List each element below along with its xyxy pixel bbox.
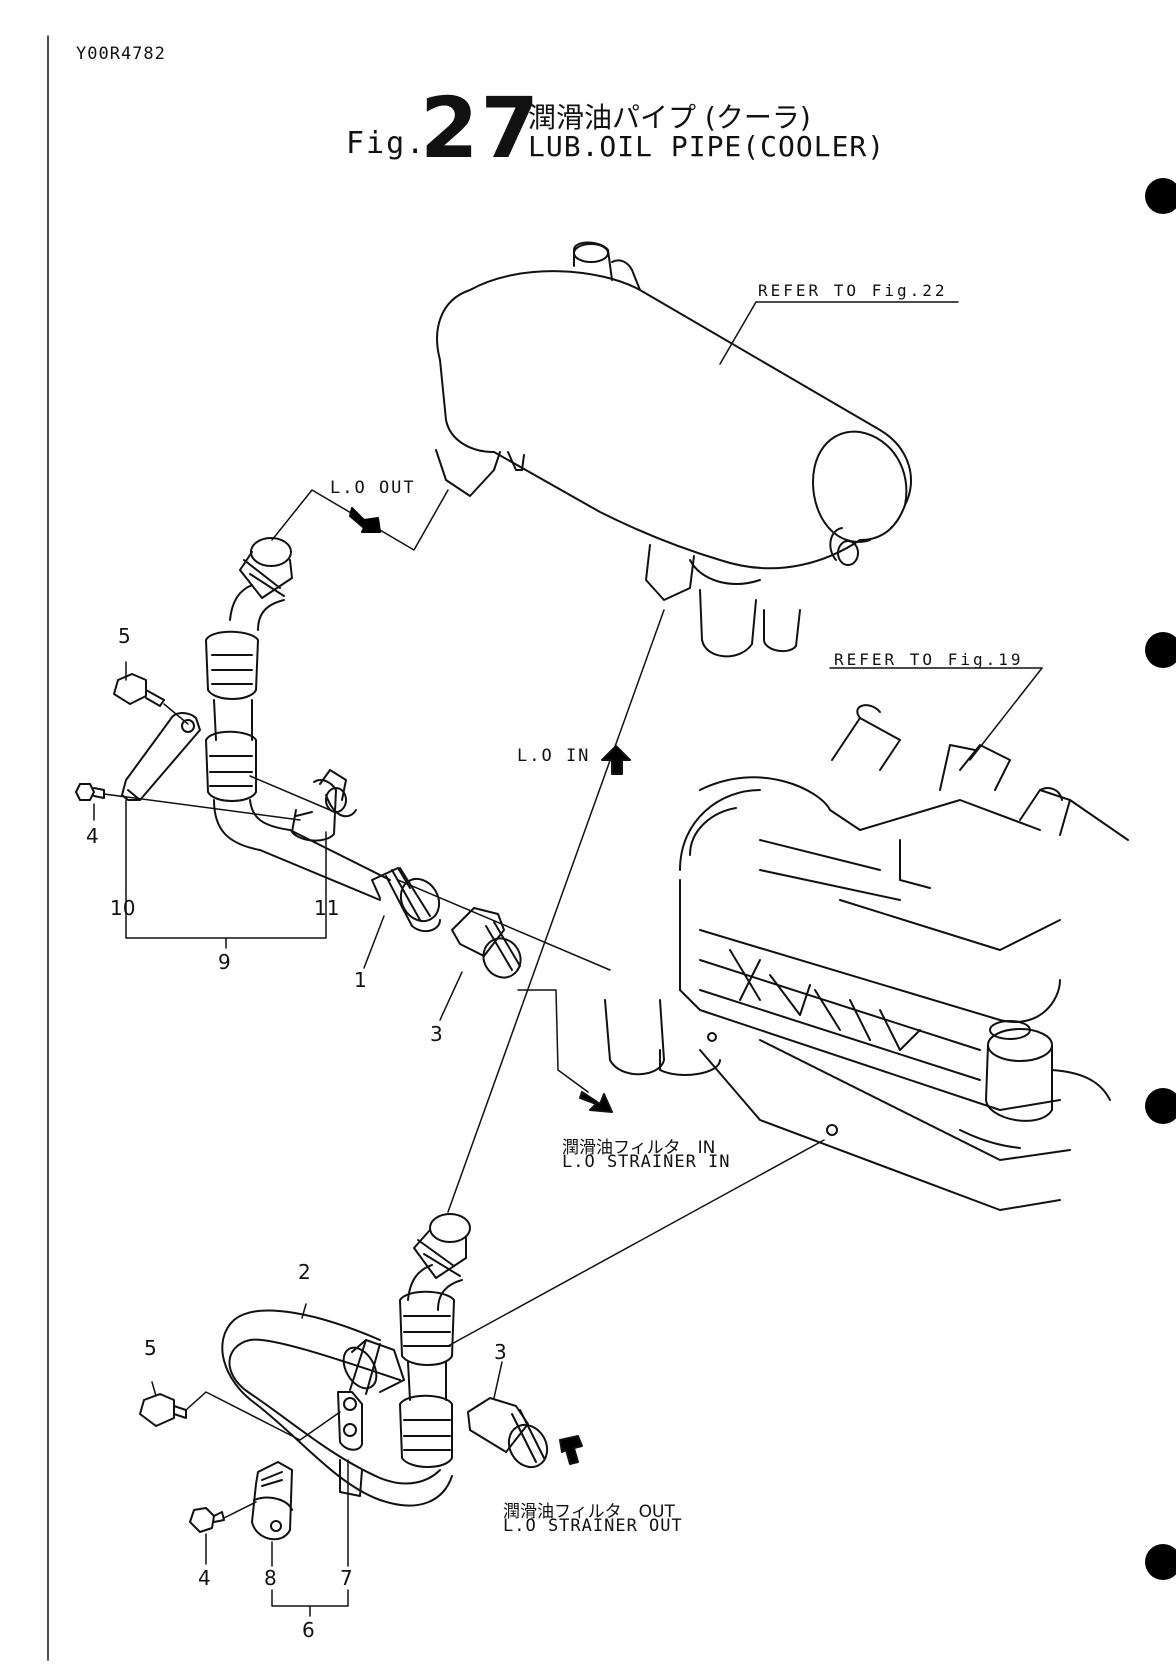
refer-leaders	[448, 302, 1042, 1346]
strainer-out-arrow-icon	[560, 1436, 582, 1464]
lo-in-leader	[448, 610, 664, 1212]
lo-out-label: L.O OUT	[330, 478, 416, 498]
upper-clip	[292, 770, 356, 841]
callout-lower-small-bolt: 4	[198, 1566, 211, 1590]
upper-bolt-4	[76, 784, 104, 800]
lower-plug-3	[468, 1362, 555, 1474]
callout-lower-pipe: 2	[298, 1260, 311, 1284]
callout-upper-bracket: 10	[110, 896, 135, 920]
strainer-in-arrow-icon	[580, 1092, 612, 1112]
callout-upper-set: 9	[218, 950, 231, 974]
binder-hole-icon	[1145, 178, 1176, 214]
binder-holes	[1145, 178, 1176, 1580]
upper-leaders	[94, 662, 610, 970]
binder-hole-icon	[1145, 632, 1176, 668]
lo-out-arrow-icon	[350, 508, 380, 532]
callout-upper-clip: 11	[314, 896, 339, 920]
figure-prefix: Fig.	[346, 126, 426, 161]
callout-lower-bolt: 5	[144, 1336, 157, 1360]
strainer-out-en-label: L.O STRAINER OUT	[503, 1516, 683, 1536]
callout-lower-clip: 8	[264, 1566, 277, 1590]
binder-hole-icon	[1145, 1544, 1176, 1580]
document-code: Y00R4782	[76, 44, 166, 64]
binder-hole-icon	[1145, 1088, 1176, 1124]
callout-upper-bolt: 5	[118, 624, 131, 648]
strainer-in-leader	[518, 990, 612, 1112]
upper-plug-3	[440, 908, 528, 1020]
refer-fig19-label: REFER TO Fig.19	[834, 650, 1024, 669]
lo-in-label: L.O IN	[517, 746, 590, 766]
upper-bracket	[122, 713, 200, 800]
upper-bolt-5	[114, 674, 164, 706]
callout-upper-plug: 3	[430, 1022, 443, 1046]
callout-lower-plug: 3	[494, 1340, 507, 1364]
lower-pipe-assembly	[222, 1214, 470, 1539]
callout-lower-set: 6	[302, 1618, 315, 1642]
refer-fig22-label: REFER TO Fig.22	[758, 281, 948, 300]
lower-bolt-5	[140, 1394, 186, 1426]
strainer-in-en-label: L.O STRAINER IN	[562, 1152, 731, 1172]
oil-cooler-drawing	[436, 243, 911, 657]
lower-bolt-4	[190, 1508, 224, 1532]
title-english: LUB.OIL PIPE(COOLER)	[528, 130, 885, 163]
callout-upper-pipe: 1	[354, 968, 367, 992]
callout-upper-small-bolt: 4	[86, 824, 99, 848]
callout-lower-bracket: 7	[340, 1566, 353, 1590]
figure-number: 27	[420, 86, 541, 170]
